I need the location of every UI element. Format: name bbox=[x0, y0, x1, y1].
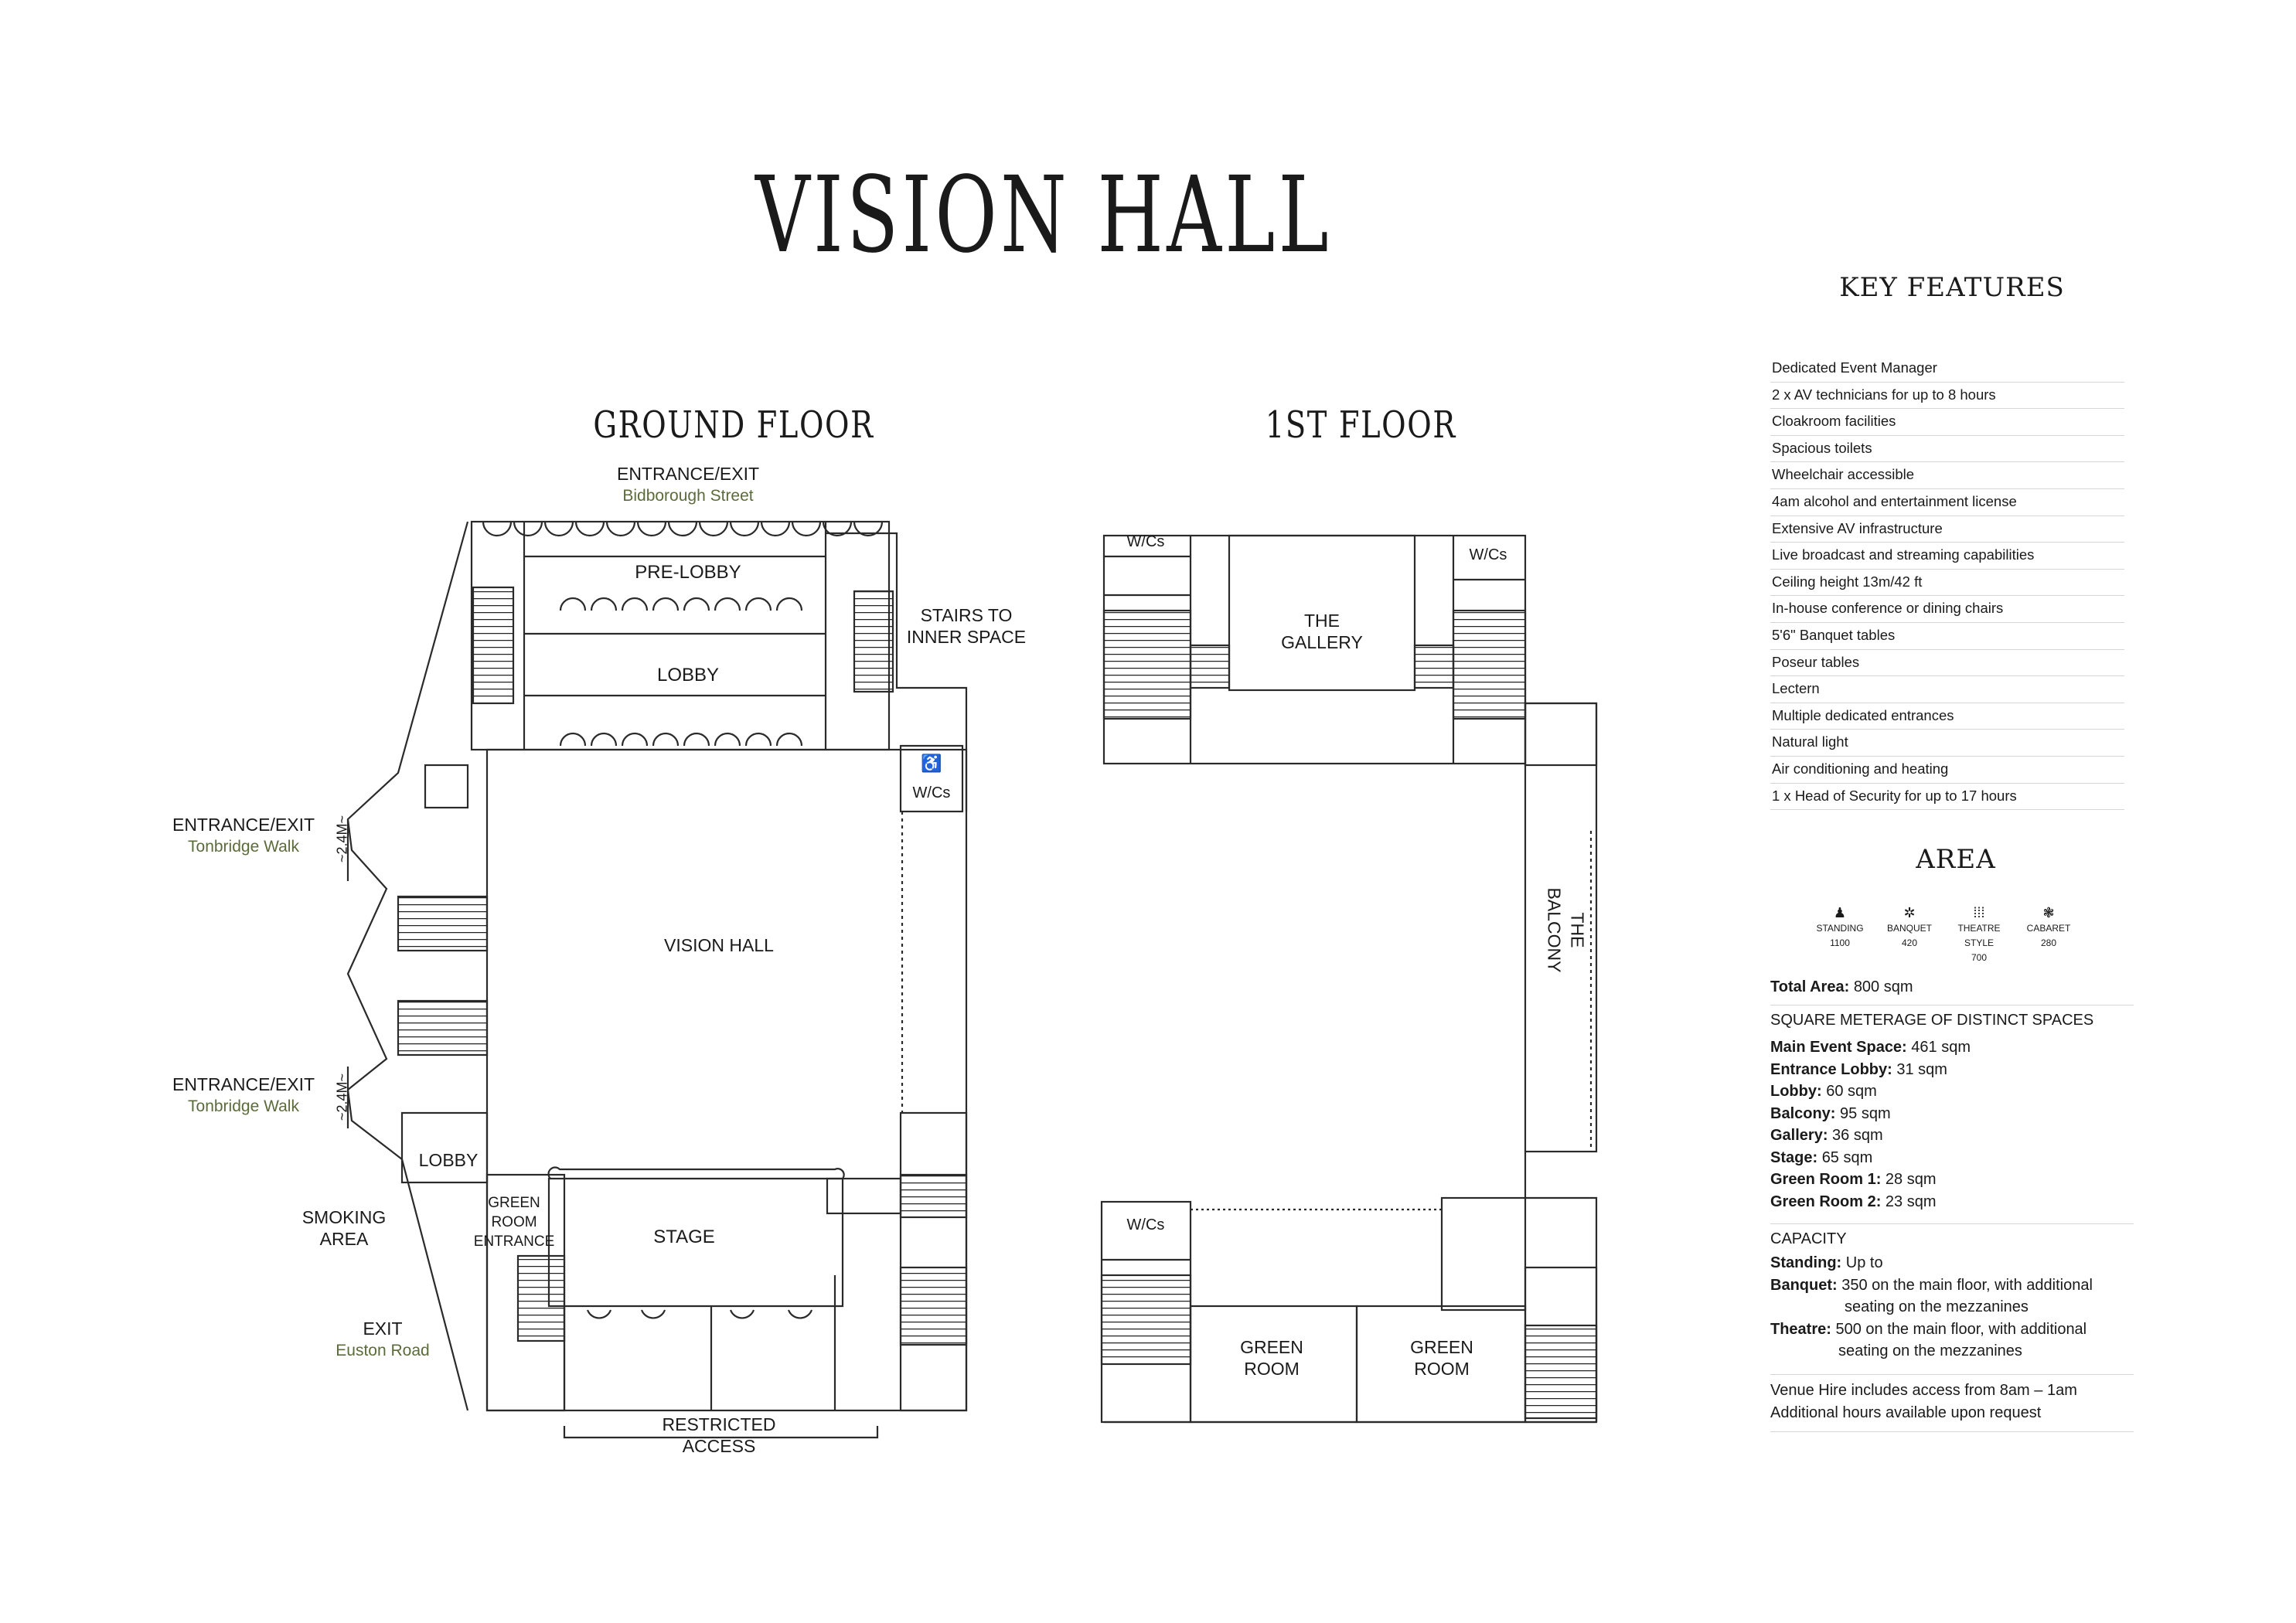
venue-hire-line1: Venue Hire includes access from 8am – 1a… bbox=[1770, 1382, 2077, 1399]
key-feature-item: Live broadcast and streaming capabilitie… bbox=[1770, 543, 2124, 570]
smoking-label-line2: AREA bbox=[319, 1229, 369, 1249]
dimension-label-2: ~2.4M~ bbox=[334, 1073, 350, 1121]
entrance-left2-street: Tonbridge Walk bbox=[188, 1097, 299, 1115]
divider bbox=[1770, 1431, 2134, 1432]
capacity-theatre-style: ⁞⁞⁞ THEATRE STYLE 700 bbox=[1948, 904, 2010, 965]
restricted-label-line2: ACCESS bbox=[682, 1436, 756, 1456]
smoking-label-line1: SMOKING bbox=[301, 1207, 387, 1227]
key-features-heading: KEY FEATURES bbox=[1839, 272, 2065, 303]
divider bbox=[1770, 1374, 2134, 1375]
green-room-entrance-line1: GREEN bbox=[488, 1195, 540, 1211]
space-row: Stage: 65 sqm bbox=[1770, 1148, 1873, 1166]
green-room-entrance-line2: ROOM bbox=[491, 1214, 537, 1230]
capacity-value: 700 bbox=[1971, 952, 1988, 963]
key-feature-item: Dedicated Event Manager bbox=[1770, 356, 2124, 383]
entrance-left1-street: Tonbridge Walk bbox=[188, 838, 299, 856]
ground-wcs-label: W/Cs bbox=[912, 784, 951, 801]
capacity-standing: ♟ STANDING 1100 bbox=[1809, 904, 1871, 965]
green-room-a-line2: ROOM bbox=[1244, 1359, 1300, 1379]
stage-label: STAGE bbox=[653, 1227, 715, 1247]
first-floor-plan bbox=[1100, 534, 1598, 1424]
green-room-entrance-line3: ENTRANCE bbox=[473, 1233, 555, 1250]
key-feature-item: Lectern bbox=[1770, 676, 2124, 703]
space-row: Lobby: 60 sqm bbox=[1770, 1083, 1877, 1100]
balcony-label-line1: THE bbox=[1567, 912, 1588, 948]
capacity-value: 1100 bbox=[1830, 937, 1850, 948]
key-feature-item: In-house conference or dining chairs bbox=[1770, 596, 2124, 623]
space-row: Green Room 1: 28 sqm bbox=[1770, 1171, 1937, 1188]
capacity-label: STANDING bbox=[1816, 923, 1864, 934]
square-meterage-heading: SQUARE METERAGE OF DISTINCT SPACES bbox=[1770, 1012, 2094, 1029]
area-heading: AREA bbox=[1916, 844, 1996, 875]
green-room-b-line1: GREEN bbox=[1410, 1337, 1473, 1357]
entrance-left1-label: ENTRANCE/EXIT bbox=[172, 815, 315, 835]
green-room-b-line2: ROOM bbox=[1414, 1359, 1470, 1379]
gallery-label-line2: GALLERY bbox=[1281, 632, 1363, 652]
ground-floor-title: GROUND FLOOR bbox=[593, 403, 874, 447]
key-feature-item: Cloakroom facilities bbox=[1770, 409, 2124, 436]
capacity-cabaret: ❃ CABARET 280 bbox=[2018, 904, 2080, 965]
key-feature-item: 4am alcohol and entertainment license bbox=[1770, 489, 2124, 516]
capacity-value: 280 bbox=[2040, 937, 2057, 948]
space-row: Gallery: 36 sqm bbox=[1770, 1127, 1883, 1144]
first-floor-title: 1ST FLOOR bbox=[1265, 403, 1456, 447]
lobby-label: LOBBY bbox=[656, 665, 720, 686]
space-row: Green Room 2: 23 sqm bbox=[1770, 1193, 1937, 1210]
capacity-icons: ♟ STANDING 1100 ✲ BANQUET 420 ⁞⁞⁞ THEATRE STYLE… bbox=[1809, 904, 2080, 965]
key-feature-item: 5'6" Banquet tables bbox=[1770, 623, 2124, 650]
key-feature-item: Wheelchair accessible bbox=[1770, 462, 2124, 489]
green-room-a-line1: GREEN bbox=[1240, 1337, 1303, 1357]
key-feature-item: 2 x AV technicians for up to 8 hours bbox=[1770, 383, 2124, 410]
capacity-label: THEATRE STYLE bbox=[1957, 923, 2001, 948]
pre-lobby-label: PRE-LOBBY bbox=[635, 562, 741, 583]
capacity-value: 420 bbox=[1901, 937, 1918, 948]
lobby-small-label: LOBBY bbox=[418, 1150, 479, 1170]
restricted-label-line1: RESTRICTED bbox=[662, 1414, 776, 1434]
key-feature-item: Poseur tables bbox=[1770, 650, 2124, 677]
dimension-label-1: ~2.4M~ bbox=[334, 815, 350, 863]
capacity-label: BANQUET bbox=[1886, 923, 1932, 934]
entrance-top-label: ENTRANCE/EXIT bbox=[616, 464, 760, 484]
divider bbox=[1770, 1223, 2134, 1224]
venue-hire-line2: Additional hours available upon request bbox=[1770, 1404, 2042, 1421]
key-feature-item: Extensive AV infrastructure bbox=[1770, 516, 2124, 543]
capacity-heading: CAPACITY bbox=[1770, 1230, 1847, 1247]
key-feature-item: Spacious toilets bbox=[1770, 436, 2124, 463]
balcony-label-line2: BALCONY bbox=[1544, 887, 1565, 973]
stairs-label-line1: STAIRS TO bbox=[920, 605, 1013, 625]
cabaret-icon: ❃ bbox=[2042, 905, 2055, 920]
exit-street: Euston Road bbox=[336, 1342, 430, 1359]
first-wcs-left-label: W/Cs bbox=[1126, 533, 1165, 550]
capacity-label: CABARET bbox=[2026, 923, 2071, 934]
capacity-banquet: ✲ BANQUET 420 bbox=[1879, 904, 1940, 965]
ground-floor-plan bbox=[346, 520, 968, 1439]
key-feature-item: Natural light bbox=[1770, 730, 2124, 757]
theatre-icon: ⁞⁞⁞ bbox=[1973, 905, 1985, 920]
space-row: Balcony: 95 sqm bbox=[1770, 1104, 1891, 1122]
banquet-icon: ✲ bbox=[1903, 905, 1916, 920]
page-title: VISION HALL bbox=[755, 155, 1332, 277]
standing-icon: ♟ bbox=[1833, 905, 1847, 920]
first-wcs-right-label: W/Cs bbox=[1469, 546, 1507, 563]
exit-label: EXIT bbox=[363, 1318, 403, 1339]
wheelchair-icon: ♿ bbox=[921, 754, 942, 773]
entrance-top-street: Bidborough Street bbox=[622, 487, 754, 505]
key-feature-item: Multiple dedicated entrances bbox=[1770, 703, 2124, 730]
stairs-label-line2: INNER SPACE bbox=[906, 627, 1027, 647]
key-feature-item: 1 x Head of Security for up to 17 hours bbox=[1770, 784, 2124, 811]
gallery-label-line1: THE bbox=[1304, 611, 1340, 631]
vision-hall-label: VISION HALL bbox=[664, 935, 774, 955]
space-row: Main Event Space: 461 sqm bbox=[1770, 1039, 1971, 1056]
space-row: Entrance Lobby: 31 sqm bbox=[1770, 1060, 1947, 1078]
key-feature-item: Air conditioning and heating bbox=[1770, 757, 2124, 784]
capacity-details: Standing: Up to Banquet: 350 on the main… bbox=[1770, 1254, 2093, 1359]
first-wcs-bottom-label: W/Cs bbox=[1126, 1216, 1165, 1233]
entrance-left2-label: ENTRANCE/EXIT bbox=[172, 1074, 315, 1094]
key-feature-item: Ceiling height 13m/42 ft bbox=[1770, 570, 2124, 597]
total-area: Total Area: 800 sqm bbox=[1770, 978, 1913, 995]
